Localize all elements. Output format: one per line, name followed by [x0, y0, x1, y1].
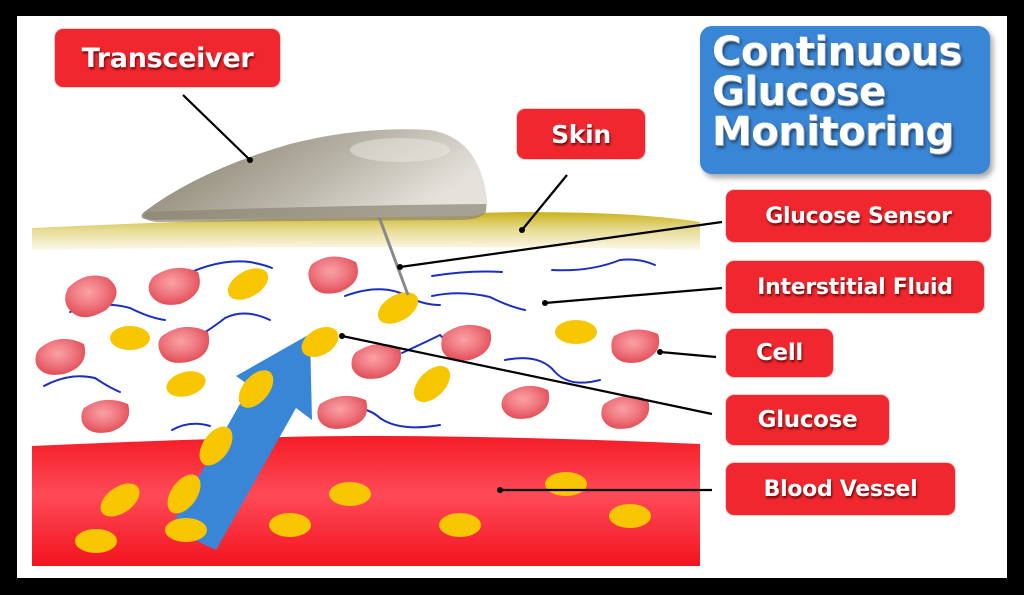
cells — [35, 256, 660, 433]
title-line-2: Glucose — [712, 69, 886, 115]
label-transceiver: Transceiver — [55, 29, 280, 87]
label-cell: Cell — [726, 329, 833, 377]
label-glucose-sensor: Glucose Sensor — [726, 190, 991, 242]
label-blood-vessel: Blood Vessel — [726, 463, 955, 515]
leader-lines — [182, 94, 723, 492]
title-line-3: Monitoring — [712, 109, 954, 155]
glucose-molecules — [75, 268, 651, 553]
label-interstitial-fluid: Interstitial Fluid — [726, 261, 984, 313]
label-glucose: Glucose — [726, 395, 889, 445]
leader-dots — [247, 157, 663, 493]
title-panel: Continuous Glucose Monitoring — [700, 26, 990, 174]
transceiver-device — [141, 129, 488, 222]
diffusion-arrow-icon — [170, 334, 312, 550]
glucose-sensor-needle — [376, 213, 410, 296]
title-line-1: Continuous — [712, 29, 962, 75]
label-skin: Skin — [517, 109, 645, 159]
